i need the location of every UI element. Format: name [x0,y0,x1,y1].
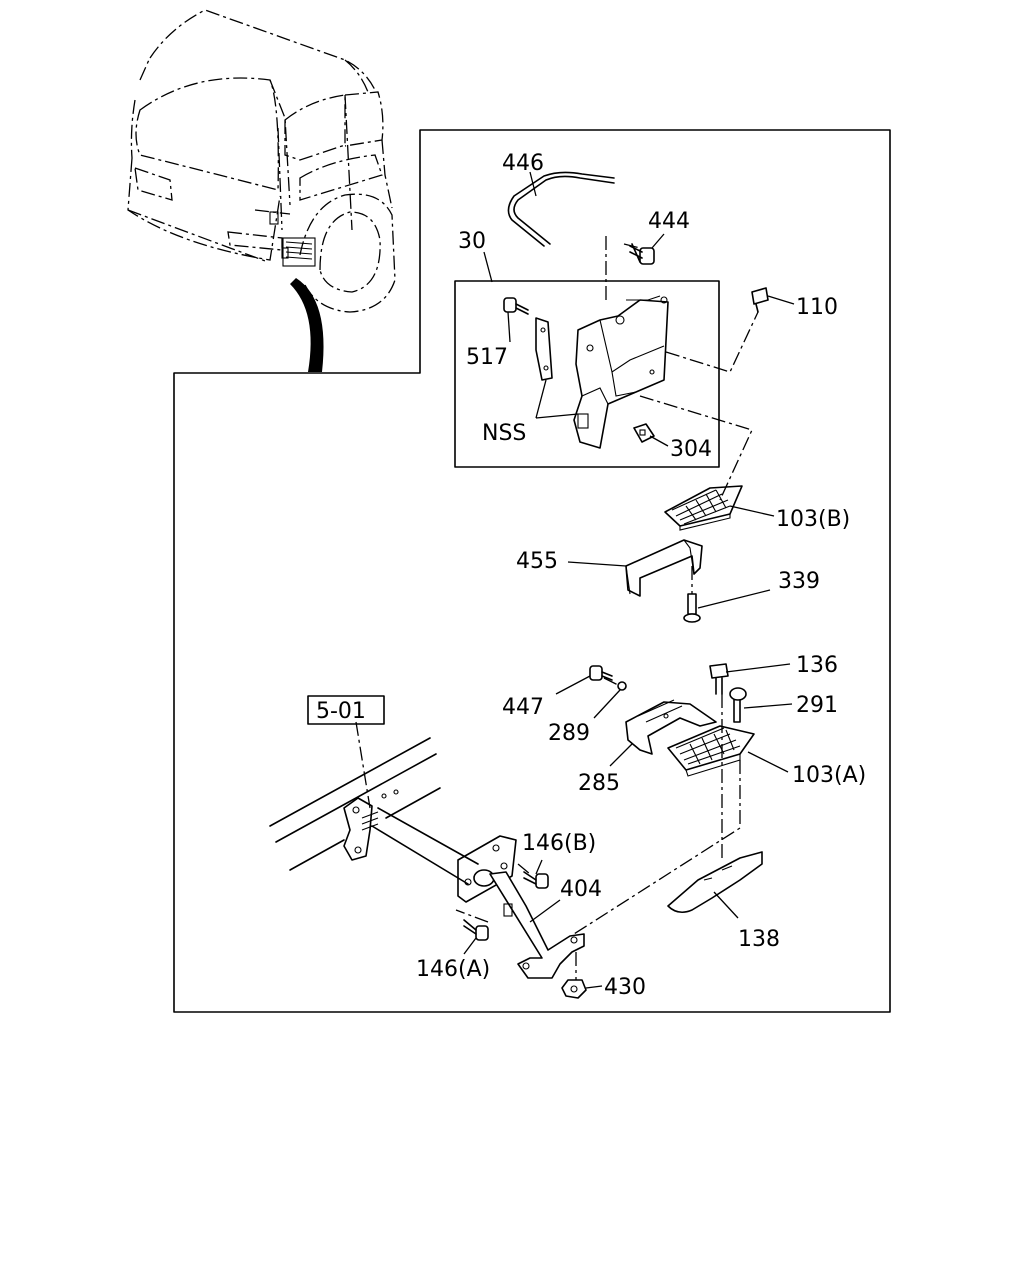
part-339-bolt [683,593,701,623]
part-404-hanger [489,871,585,979]
reference-box [307,695,385,725]
part-446-rod [507,171,615,247]
part-517-bolt [503,297,529,315]
subassembly-box [454,280,720,468]
label-103B: 103(B) [776,507,850,532]
part-455-bracket [625,539,703,597]
part-bracket-assembly [535,295,669,449]
label-517: 517 [466,345,508,370]
label-136: 136 [796,653,838,678]
label-404: 404 [560,877,602,902]
label-455: 455 [516,549,558,574]
part-136-bolt [709,663,729,695]
label-110: 110 [796,295,838,320]
mount-plate [343,797,379,861]
label-339: 339 [778,569,820,594]
part-447-bolt [589,665,613,681]
part-103A-step [667,725,755,777]
label-103A: 103(A) [792,763,866,788]
leader-lines [463,171,795,989]
part-304-clip [633,423,655,443]
label-289: 289 [548,721,590,746]
part-285-bracket [625,699,717,755]
part-138-cover [667,851,763,914]
label-285: 285 [578,771,620,796]
label-138: 138 [738,927,780,952]
truck-cab-overview [127,9,396,372]
part-289-washer [617,681,627,691]
alignment-lines [355,236,759,980]
label-30: 30 [458,229,486,254]
label-NSS: NSS [482,421,526,446]
label-146B: 146(B) [522,831,596,856]
label-446: 446 [502,151,544,176]
frame-rail [269,737,441,871]
part-291-bolt [729,687,747,723]
label-5-01: 5-01 [316,699,366,724]
part-146A-bolt [463,919,489,941]
part-430-nut [561,979,587,999]
part-444-bolt [629,243,655,265]
label-304: 304 [670,437,712,462]
label-430: 430 [604,975,646,1000]
part-146B-assembly [371,807,549,903]
label-291: 291 [796,693,838,718]
callout-labels: 446 444 30 110 517 NSS 304 103(B) 455 33… [316,151,866,1000]
part-110-bolt [751,287,769,313]
part-103B-step [664,485,743,531]
label-444: 444 [648,209,690,234]
label-146A: 146(A) [416,957,490,982]
detail-frame [173,129,891,1013]
label-447: 447 [502,695,544,720]
